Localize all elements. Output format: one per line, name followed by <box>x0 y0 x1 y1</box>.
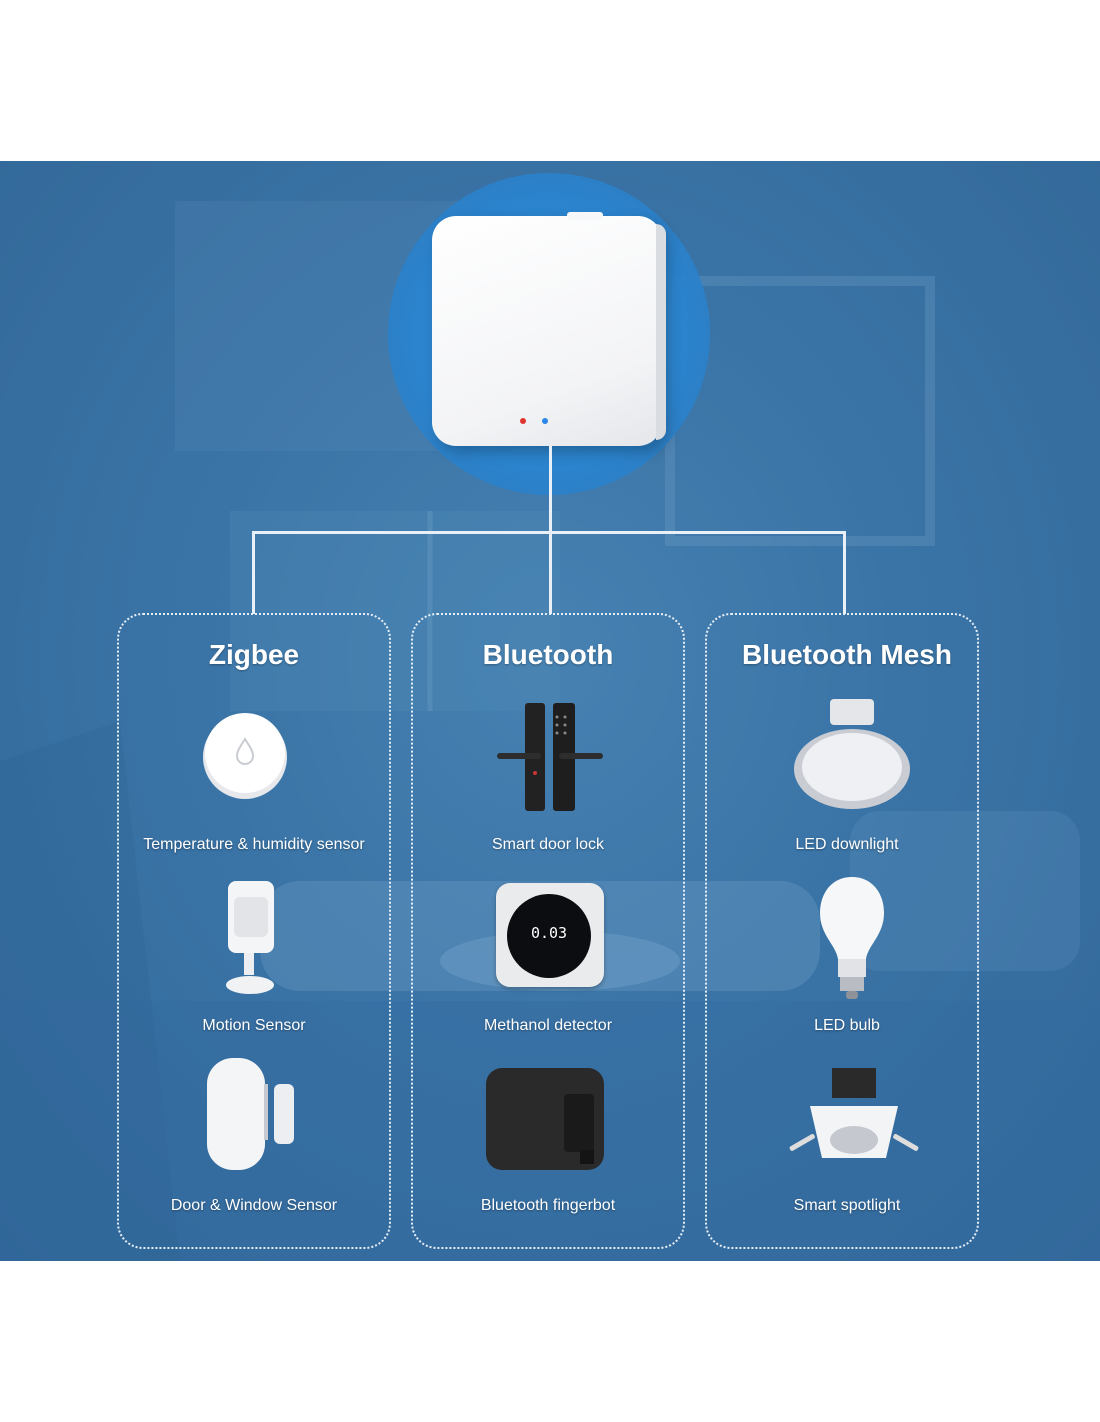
zigbee-title: Zigbee <box>208 639 300 670</box>
door-lock-icon <box>497 703 603 811</box>
hub-button <box>567 212 603 220</box>
door-window-sensor-label: Door & Window Sensor <box>170 1197 338 1214</box>
water-sensor-icon <box>203 713 287 799</box>
methanol-detector-label: Methanol detector <box>483 1017 613 1034</box>
connector-right <box>843 531 846 614</box>
blue-led-indicator <box>542 418 548 424</box>
detector-screen: 0.03 <box>507 894 591 978</box>
fingerbot-icon <box>486 1068 604 1170</box>
bluetooth-fingerbot-label: Bluetooth fingerbot <box>480 1197 616 1214</box>
methanol-detector-icon: 0.03 <box>496 883 604 987</box>
door-window-sensor-icon <box>207 1058 294 1170</box>
bluetooth-title: Bluetooth <box>482 639 614 670</box>
connector-left <box>252 531 255 614</box>
connector-horizontal <box>252 531 846 534</box>
bulb-icon <box>820 877 884 999</box>
spotlight-icon <box>789 1068 919 1158</box>
gateway-hub <box>432 212 666 446</box>
bluetooth-mesh-title: Bluetooth Mesh <box>742 639 952 670</box>
detector-reading: 0.03 <box>530 924 568 942</box>
hub-edge <box>656 224 666 440</box>
led-bulb-label: LED bulb <box>814 1017 880 1034</box>
led-downlight-label: LED downlight <box>795 836 899 853</box>
connector-vertical-hub <box>549 446 552 614</box>
temperature-humidity-sensor-label: Temperature & humidity sensor <box>143 836 365 853</box>
zigbee-panel <box>117 613 391 1249</box>
motion-sensor-icon <box>226 881 274 994</box>
smart-spotlight-label: Smart spotlight <box>793 1197 901 1214</box>
downlight-icon <box>794 699 910 809</box>
product-banner: Zigbee Bluetooth Bluetooth Mesh Temperat… <box>0 161 1100 1261</box>
smart-door-lock-label: Smart door lock <box>491 836 605 853</box>
bluetooth-mesh-panel <box>705 613 979 1249</box>
bluetooth-panel <box>411 613 685 1249</box>
red-led-indicator <box>520 418 526 424</box>
motion-sensor-label: Motion Sensor <box>202 1017 306 1034</box>
